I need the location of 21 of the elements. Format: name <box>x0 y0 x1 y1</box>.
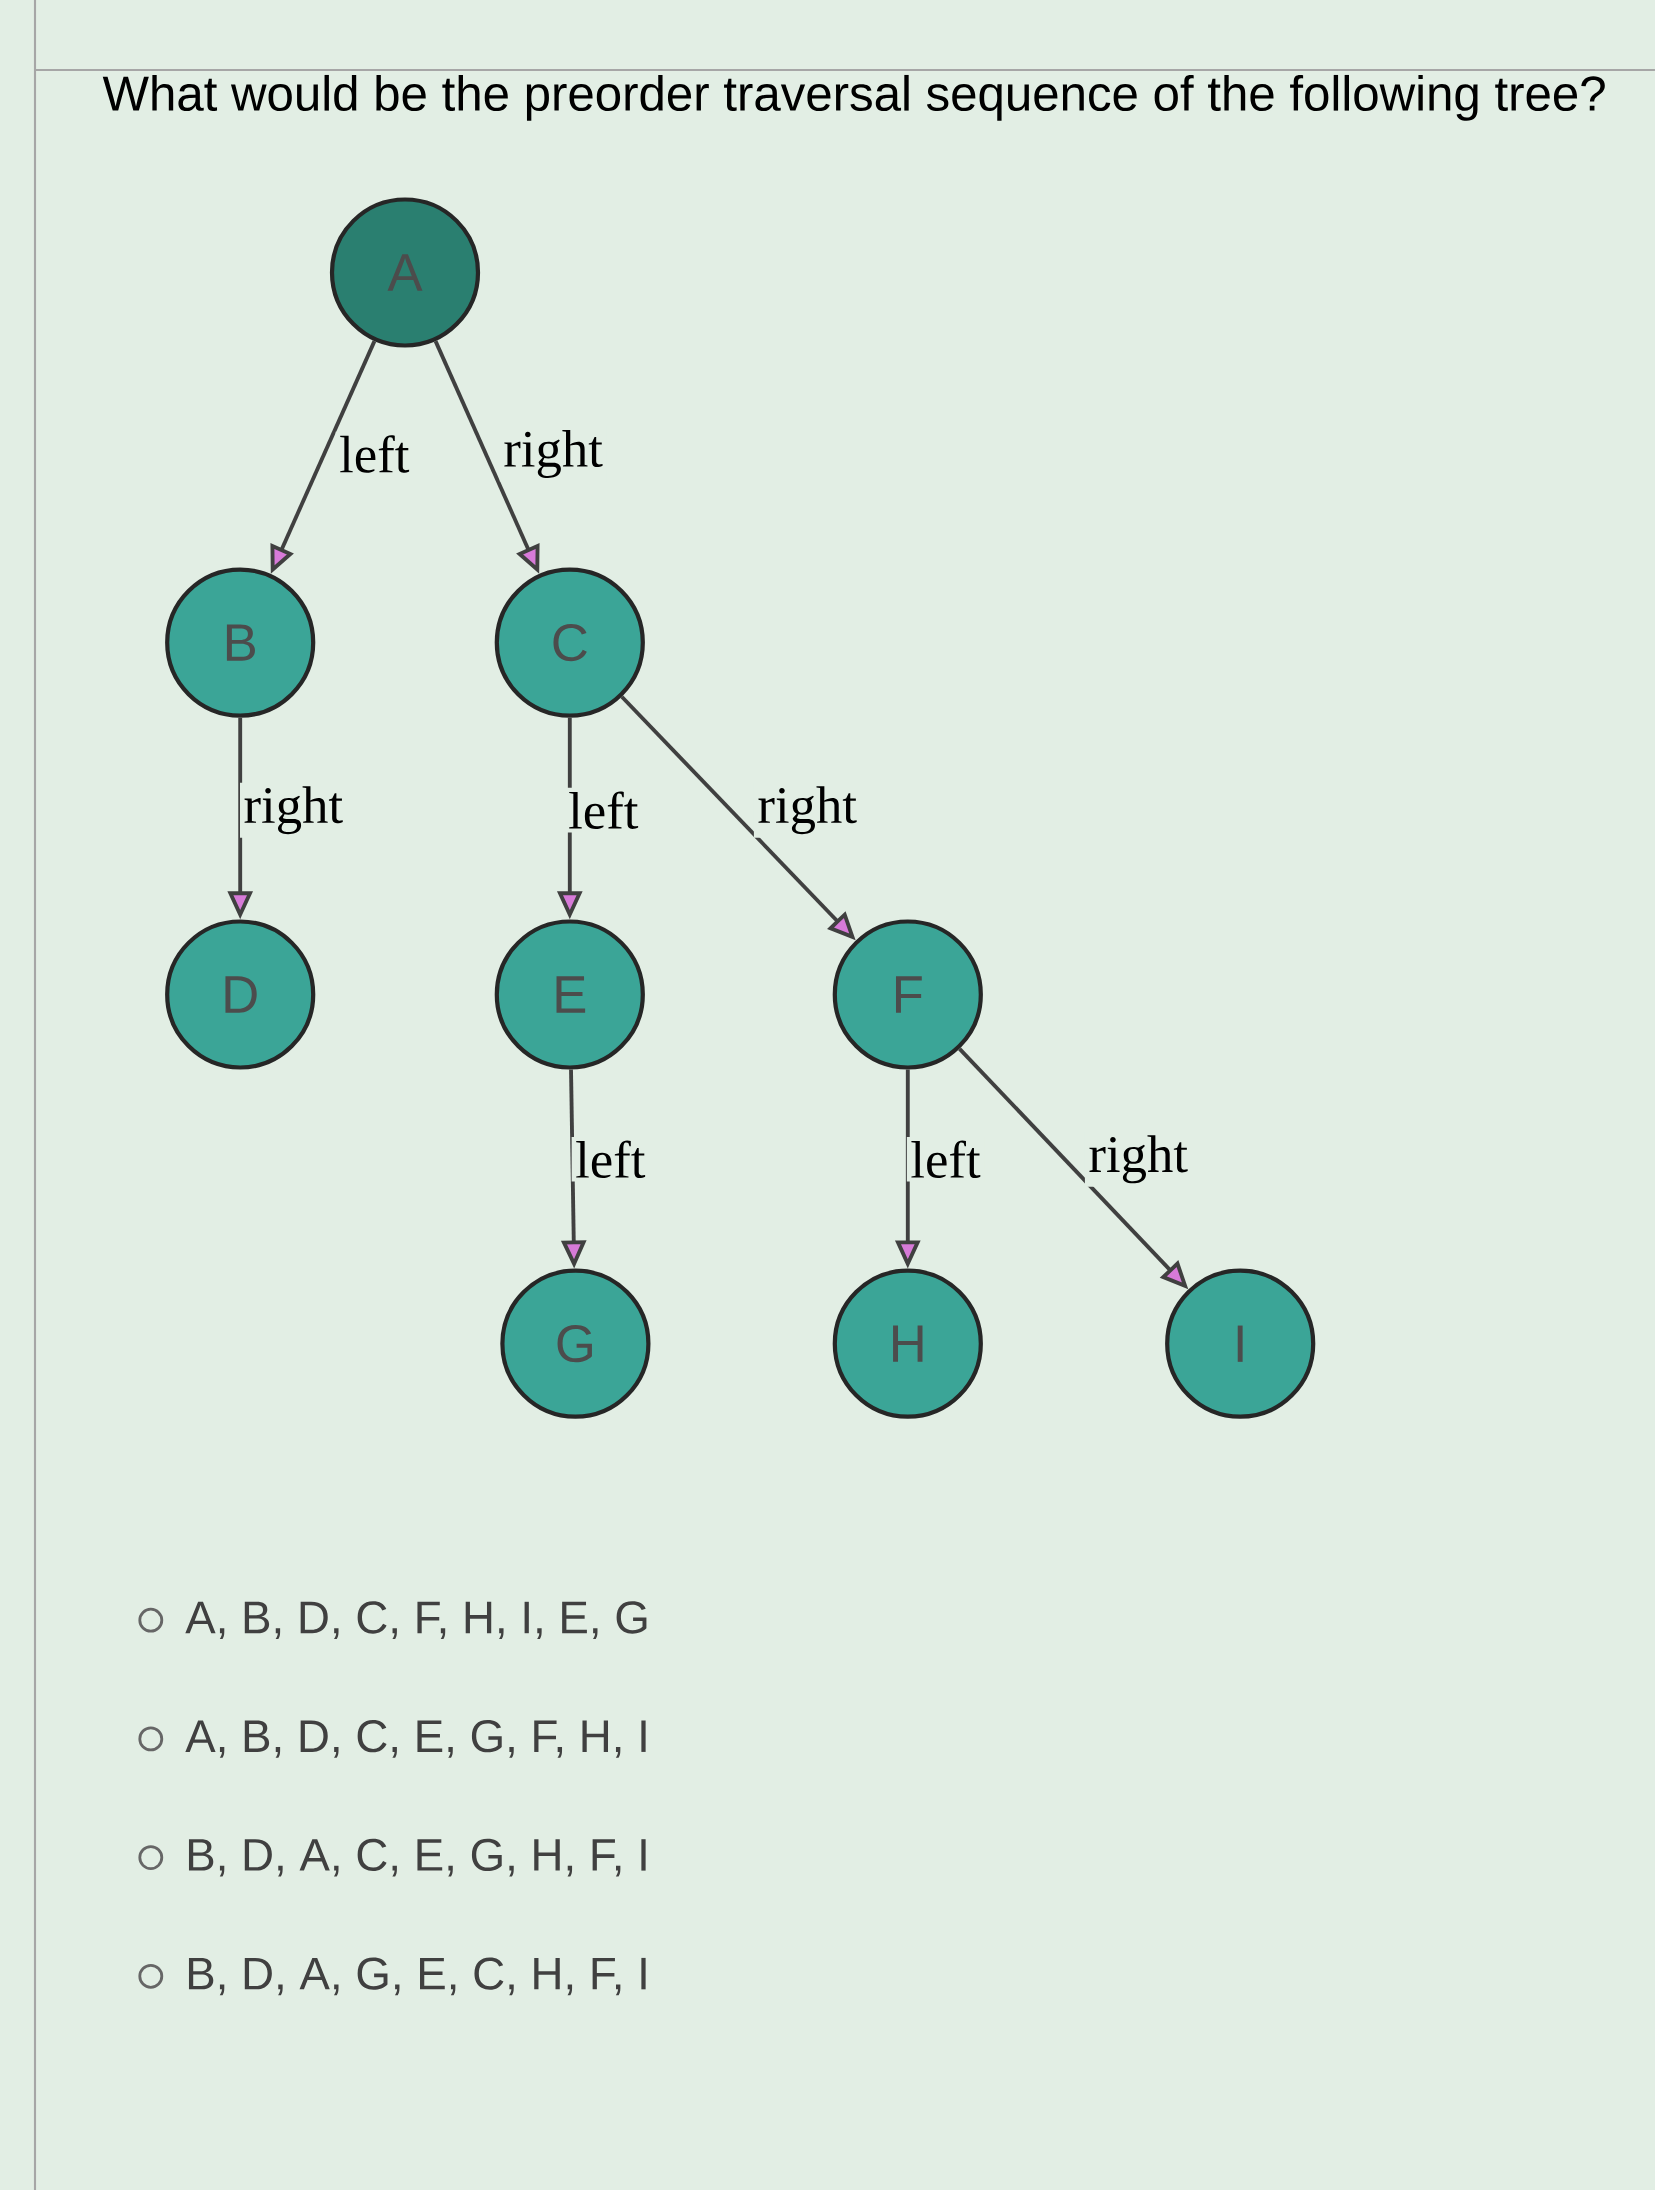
answer-option: B, D, A, C, E, G, H, F, I <box>189 1838 646 1877</box>
tree-node: C <box>494 567 645 718</box>
answer-option: A, B, D, C, F, H, I, E, G <box>185 1601 647 1640</box>
edge-label: right <box>753 782 861 838</box>
tree-node: B <box>165 567 316 718</box>
edge-label: left <box>571 1136 649 1182</box>
edge-label: left <box>906 1136 985 1182</box>
tree-node: E <box>494 919 645 1070</box>
tree-node: H <box>832 1268 983 1419</box>
tree-node: I <box>1165 1268 1316 1419</box>
answer-option: B, D, A, G, E, C, H, F, I <box>189 1957 646 1996</box>
edge-label: left <box>335 431 413 477</box>
tree-node: G <box>500 1268 651 1419</box>
tree-node: D <box>165 919 316 1070</box>
tree-node: F <box>832 919 983 1070</box>
edge-label: right <box>499 426 607 482</box>
edge-label: right <box>240 782 347 838</box>
answer-option: A, B, D, C, E, G, F, H, I <box>185 1720 646 1758</box>
edge-label: right <box>1084 1131 1192 1187</box>
question-text: What would be the preorder traversal sequence of the following tree? <box>102 74 1605 121</box>
edge-label: left <box>564 787 642 833</box>
